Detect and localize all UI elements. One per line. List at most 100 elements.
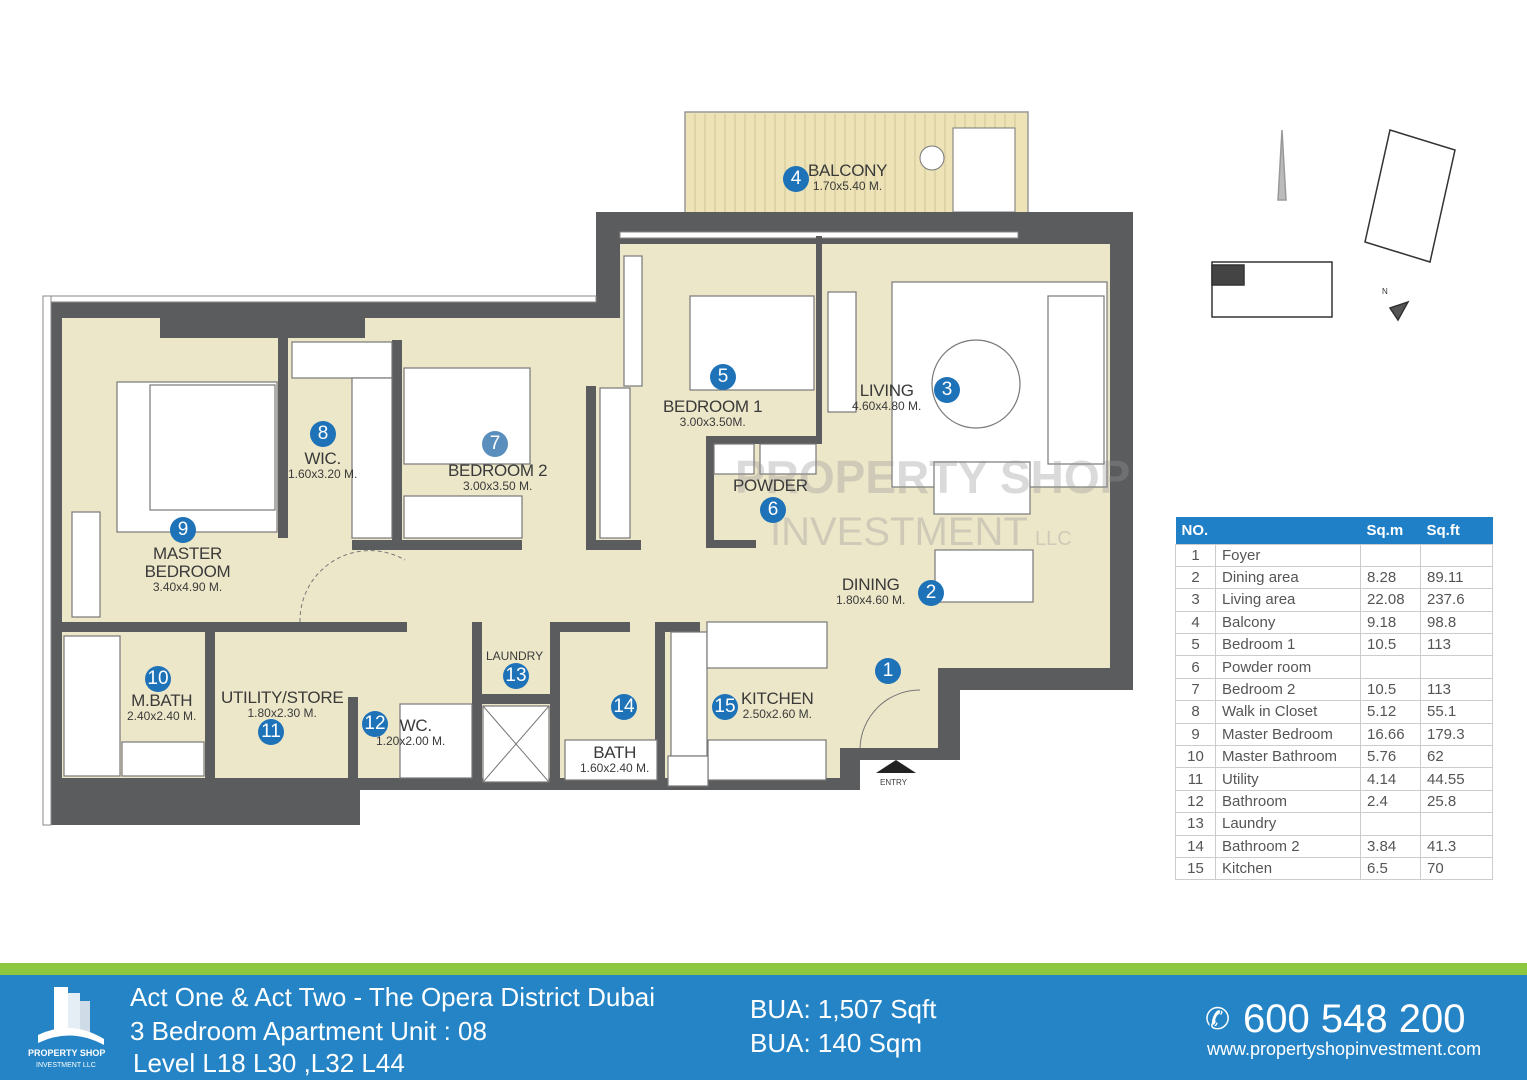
- logo-line1: PROPERTY SHOP: [28, 1048, 106, 1058]
- cell-no: 8: [1175, 700, 1216, 724]
- cell-sqft: 62: [1420, 745, 1493, 769]
- cell-name: Master Bathroom: [1215, 745, 1361, 769]
- cell-name: Powder room: [1215, 655, 1361, 679]
- balcony: [684, 111, 1029, 227]
- cell-sqm: 10.5: [1360, 677, 1421, 702]
- cell-sqft: [1420, 655, 1493, 679]
- cell-sqm: 10.5: [1360, 633, 1421, 657]
- cell-no: 1: [1175, 543, 1216, 567]
- watermark-line1: PROPERTY SHOP: [735, 451, 1131, 503]
- cell-sqm: 3.84: [1360, 834, 1421, 858]
- cell-sqft: 44.55: [1420, 767, 1493, 791]
- watermark-line2: INVESTMENT: [770, 510, 1028, 554]
- cell-no: 6: [1175, 655, 1216, 679]
- cell-sqm: 5.12: [1360, 700, 1421, 724]
- cell-no: 14: [1175, 834, 1216, 858]
- cell-sqm: 8.28: [1360, 565, 1421, 590]
- room-marker-14: 14: [611, 694, 637, 720]
- cell-sqft: 98.8: [1420, 610, 1493, 635]
- cell-sqft: 237.6: [1420, 588, 1493, 612]
- cell-name: Master Bedroom: [1215, 722, 1361, 747]
- footer: PROPERTY SHOP INVESTMENT LLC Act One & A…: [0, 975, 1527, 1080]
- bua-sqft: BUA: 1,507 Sqft: [750, 994, 937, 1024]
- room-marker-6: 6: [760, 497, 786, 523]
- cell-name: Dining area: [1215, 565, 1361, 590]
- cell-no: 10: [1175, 745, 1216, 769]
- floor-plan: N: [42, 111, 1456, 826]
- cell-name: Living area: [1215, 588, 1361, 612]
- cell-name: Bathroom: [1215, 789, 1361, 814]
- cell-sqft: 113: [1420, 677, 1493, 702]
- cell-name: Balcony: [1215, 610, 1361, 635]
- cell-no: 9: [1175, 722, 1216, 747]
- cell-no: 3: [1175, 588, 1216, 612]
- cell-name: Foyer: [1215, 543, 1361, 567]
- room-marker-7: 7: [482, 431, 508, 457]
- room-marker-8: 8: [310, 421, 336, 447]
- cell-sqm: [1360, 655, 1421, 679]
- cell-sqm: 16.66: [1360, 722, 1421, 747]
- room-marker-9: 9: [170, 517, 196, 543]
- col-sqm: Sq.m: [1360, 517, 1421, 544]
- cell-no: 12: [1175, 789, 1216, 814]
- cell-sqm: 5.76: [1360, 745, 1421, 769]
- company-logo: [38, 987, 104, 1045]
- col-sqft: Sq.ft: [1420, 517, 1493, 544]
- key-plan: [1211, 129, 1456, 322]
- room-marker-15: 15: [712, 694, 738, 720]
- entry-label: ENTRY: [880, 778, 907, 787]
- bua-sqm: BUA: 140 Sqm: [750, 1028, 922, 1058]
- cell-no: 15: [1175, 856, 1216, 881]
- cell-name: Walk in Closet: [1215, 700, 1361, 724]
- cell-sqm: 4.14: [1360, 767, 1421, 791]
- cell-name: Utility: [1215, 767, 1361, 791]
- col-name: [1215, 517, 1361, 544]
- cell-sqm: 9.18: [1360, 610, 1421, 635]
- logo-line2: INVESTMENT LLC: [36, 1062, 96, 1069]
- phone-number[interactable]: 600 548 200: [1243, 997, 1466, 1041]
- room-marker-13: 13: [503, 663, 529, 689]
- website-link[interactable]: www.propertyshopinvestment.com: [1207, 1039, 1482, 1059]
- cell-sqm: [1360, 543, 1421, 567]
- room-marker-4: 4: [783, 166, 809, 192]
- cell-sqm: 2.4: [1360, 789, 1421, 814]
- entry-arrow-icon: [876, 760, 916, 773]
- room-marker-5: 5: [710, 364, 736, 390]
- level-info: Level L18 L30 ,L32 L44: [133, 1048, 405, 1078]
- cell-no: 5: [1175, 633, 1216, 657]
- cell-sqm: [1360, 812, 1421, 836]
- phone-icon: ✆: [1205, 1003, 1231, 1036]
- cell-no: 2: [1175, 565, 1216, 590]
- cell-sqft: 25.8: [1420, 789, 1493, 814]
- cell-name: Laundry: [1215, 812, 1361, 836]
- room-marker-12: 12: [362, 711, 388, 737]
- north-arrow-icon: [1388, 300, 1410, 322]
- room-label-wic: WIC.1.60x3.20 M.: [288, 449, 358, 481]
- room-marker-3: 3: [934, 377, 960, 403]
- room-marker-1: 1: [875, 658, 901, 684]
